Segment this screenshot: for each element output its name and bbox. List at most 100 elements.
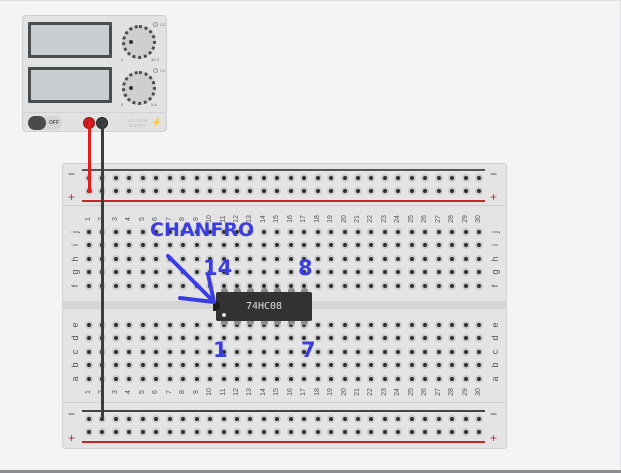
breadboard-hole[interactable]: [423, 270, 428, 274]
breadboard-hole[interactable]: [356, 257, 360, 261]
breadboard-hole[interactable]: [423, 257, 428, 261]
breadboard-hole[interactable]: [463, 243, 468, 247]
rail-hole[interactable]: [248, 430, 253, 434]
breadboard-hole[interactable]: [221, 336, 226, 340]
breadboard-hole[interactable]: [248, 257, 253, 261]
breadboard-hole[interactable]: [194, 257, 199, 261]
breadboard-hole[interactable]: [409, 363, 414, 367]
breadboard-hole[interactable]: [208, 377, 213, 381]
breadboard-hole[interactable]: [356, 270, 360, 274]
breadboard-hole[interactable]: [87, 270, 91, 274]
breadboard-hole[interactable]: [329, 323, 334, 327]
breadboard-hole[interactable]: [329, 257, 334, 261]
rail-hole[interactable]: [154, 417, 159, 421]
rail-hole[interactable]: [396, 430, 401, 434]
breadboard-hole[interactable]: [315, 377, 320, 381]
breadboard-hole[interactable]: [288, 230, 293, 234]
rail-hole[interactable]: [208, 176, 213, 180]
rail-hole[interactable]: [181, 176, 186, 180]
breadboard-hole[interactable]: [356, 363, 360, 367]
breadboard-hole[interactable]: [261, 270, 266, 274]
breadboard-hole[interactable]: [396, 257, 401, 261]
breadboard-hole[interactable]: [409, 243, 414, 247]
rail-hole[interactable]: [450, 430, 455, 434]
breadboard-hole[interactable]: [154, 270, 159, 274]
rail-hole[interactable]: [329, 189, 334, 193]
breadboard-hole[interactable]: [450, 230, 455, 234]
breadboard-hole[interactable]: [382, 377, 387, 381]
breadboard-hole[interactable]: [463, 363, 468, 367]
rail-hole[interactable]: [382, 430, 387, 434]
breadboard-hole[interactable]: [261, 284, 266, 288]
breadboard-hole[interactable]: [167, 363, 172, 367]
breadboard-hole[interactable]: [288, 243, 293, 247]
breadboard-hole[interactable]: [342, 243, 347, 247]
breadboard-hole[interactable]: [261, 363, 266, 367]
breadboard-hole[interactable]: [409, 257, 414, 261]
breadboard-hole[interactable]: [302, 230, 307, 234]
breadboard-hole[interactable]: [463, 257, 468, 261]
rail-hole[interactable]: [463, 417, 468, 421]
rail-hole[interactable]: [423, 189, 428, 193]
breadboard-hole[interactable]: [113, 257, 118, 261]
breadboard-hole[interactable]: [382, 323, 387, 327]
breadboard-hole[interactable]: [342, 377, 347, 381]
breadboard-hole[interactable]: [477, 270, 482, 274]
breadboard-hole[interactable]: [342, 363, 347, 367]
rail-hole[interactable]: [342, 430, 347, 434]
breadboard-hole[interactable]: [382, 336, 387, 340]
breadboard-hole[interactable]: [87, 377, 91, 381]
breadboard-hole[interactable]: [194, 230, 199, 234]
rail-hole[interactable]: [463, 189, 468, 193]
breadboard-hole[interactable]: [369, 350, 374, 354]
breadboard-hole[interactable]: [181, 257, 186, 261]
breadboard-hole[interactable]: [248, 270, 253, 274]
rail-hole[interactable]: [208, 417, 213, 421]
breadboard-hole[interactable]: [221, 284, 226, 288]
breadboard-hole[interactable]: [275, 377, 280, 381]
breadboard-hole[interactable]: [234, 350, 239, 354]
rail-hole[interactable]: [369, 430, 374, 434]
breadboard-hole[interactable]: [154, 323, 159, 327]
breadboard-hole[interactable]: [127, 257, 132, 261]
black-wire[interactable]: [101, 121, 104, 419]
rail-hole[interactable]: [194, 176, 199, 180]
breadboard-hole[interactable]: [181, 363, 186, 367]
breadboard-hole[interactable]: [436, 323, 441, 327]
breadboard-hole[interactable]: [181, 243, 186, 247]
breadboard-hole[interactable]: [329, 270, 334, 274]
rail-hole[interactable]: [288, 430, 293, 434]
breadboard-hole[interactable]: [477, 323, 482, 327]
rail-hole[interactable]: [113, 176, 118, 180]
breadboard-hole[interactable]: [208, 336, 213, 340]
rail-hole[interactable]: [100, 417, 105, 421]
rail-hole[interactable]: [261, 176, 266, 180]
current-knob[interactable]: [122, 71, 156, 105]
breadboard-hole[interactable]: [221, 323, 226, 327]
rail-hole[interactable]: [423, 430, 428, 434]
rail-hole[interactable]: [329, 176, 334, 180]
breadboard-hole[interactable]: [288, 323, 293, 327]
breadboard-hole[interactable]: [221, 350, 226, 354]
rail-hole[interactable]: [234, 430, 239, 434]
rail-hole[interactable]: [302, 417, 307, 421]
rail-hole[interactable]: [181, 189, 186, 193]
breadboard-hole[interactable]: [450, 377, 455, 381]
rail-hole[interactable]: [208, 430, 213, 434]
breadboard-hole[interactable]: [221, 377, 226, 381]
rail-hole[interactable]: [154, 176, 159, 180]
rail-hole[interactable]: [369, 176, 374, 180]
rail-hole[interactable]: [194, 189, 199, 193]
rail-hole[interactable]: [356, 176, 360, 180]
breadboard-hole[interactable]: [342, 350, 347, 354]
rail-hole[interactable]: [140, 430, 145, 434]
breadboard-hole[interactable]: [477, 377, 482, 381]
breadboard-hole[interactable]: [208, 350, 213, 354]
breadboard-hole[interactable]: [87, 257, 91, 261]
breadboard-hole[interactable]: [140, 336, 145, 340]
breadboard-hole[interactable]: [356, 284, 360, 288]
rail-hole[interactable]: [275, 176, 280, 180]
rail-hole[interactable]: [315, 417, 320, 421]
rail-hole[interactable]: [275, 189, 280, 193]
breadboard-hole[interactable]: [450, 284, 455, 288]
